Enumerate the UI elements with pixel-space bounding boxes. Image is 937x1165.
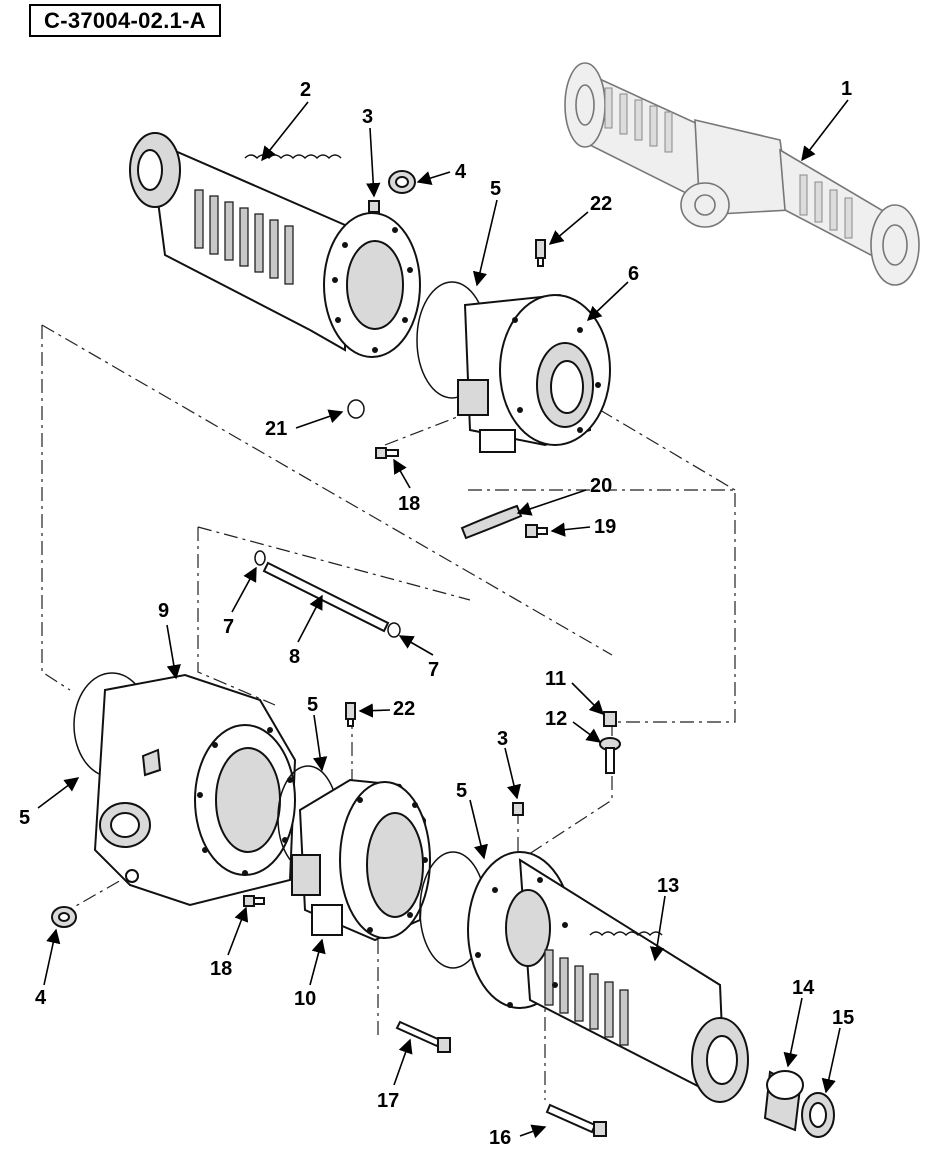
callout-3-upper: 3 <box>362 106 373 128</box>
callout-14: 14 <box>792 977 815 999</box>
carrier-housing-part-10 <box>291 778 431 942</box>
seal-part-15 <box>801 1092 835 1138</box>
plug-part-4-lower <box>51 906 77 928</box>
axle-assembly-part-1 <box>564 62 920 286</box>
o-ring-part-21 <box>347 399 365 419</box>
callout-5-lower-left: 5 <box>307 694 318 716</box>
callout-17: 17 <box>377 1090 399 1112</box>
leader-lines <box>37 99 849 1139</box>
callout-2: 2 <box>300 79 311 101</box>
shim-part-20 <box>460 504 523 540</box>
bolt-part-16 <box>545 1103 607 1137</box>
bushing-part-14 <box>763 1070 804 1132</box>
figure-id-box: C-37004-02.1-A <box>29 4 221 37</box>
callout-labels: 1 2 3 4 5 22 6 21 18 20 19 7 8 7 9 5 22 … <box>19 78 854 1149</box>
callout-5-far-left: 5 <box>19 807 30 829</box>
callout-7-right: 7 <box>428 659 439 681</box>
fitting-part-11 <box>603 711 617 727</box>
bolt-part-17 <box>395 1020 451 1053</box>
o-ring-part-7-left <box>254 550 266 566</box>
callout-8: 8 <box>289 646 300 668</box>
differential-housing-part-9 <box>73 672 297 907</box>
callout-5-lower-right: 5 <box>456 780 467 802</box>
callout-3-lower: 3 <box>497 728 508 750</box>
callout-22-upper: 22 <box>590 193 612 215</box>
callout-15: 15 <box>832 1007 854 1029</box>
callout-9: 9 <box>158 600 169 622</box>
axle-housing-part-2 <box>129 132 421 358</box>
screw-part-19 <box>525 524 548 538</box>
callout-12: 12 <box>545 708 567 730</box>
callout-5-upper: 5 <box>490 178 501 200</box>
callout-18-lower: 18 <box>210 958 232 980</box>
o-ring-part-7-right <box>387 622 401 638</box>
callout-4-upper: 4 <box>455 161 467 183</box>
carrier-housing-part-6 <box>457 293 611 453</box>
screw-part-18-upper <box>375 447 399 459</box>
fitting-part-22-lower <box>345 702 356 727</box>
figure-id: C-37004-02.1-A <box>44 7 206 33</box>
callout-7-left: 7 <box>223 616 234 638</box>
callout-4-lower: 4 <box>35 987 47 1009</box>
callout-22-lower: 22 <box>393 698 415 720</box>
axle-housing-part-13 <box>467 851 749 1103</box>
callout-18-upper: 18 <box>398 493 420 515</box>
callout-13: 13 <box>657 875 679 897</box>
callout-1: 1 <box>841 78 852 100</box>
assembly-centerlines <box>41 324 736 1100</box>
callout-11: 11 <box>545 668 566 690</box>
breather-part-4-upper <box>388 170 416 194</box>
callout-6: 6 <box>628 263 639 285</box>
callout-20: 20 <box>590 475 612 497</box>
callout-10: 10 <box>294 988 316 1010</box>
plug-part-3-lower <box>512 802 524 816</box>
callout-19: 19 <box>594 516 616 538</box>
plug-part-3-upper <box>368 200 380 213</box>
fitting-part-22-upper <box>535 239 546 267</box>
callout-21: 21 <box>265 418 287 440</box>
shaft-part-8 <box>262 561 390 633</box>
screw-part-18-lower <box>243 895 265 907</box>
callout-16: 16 <box>489 1127 511 1149</box>
washer-part-12 <box>599 737 621 774</box>
